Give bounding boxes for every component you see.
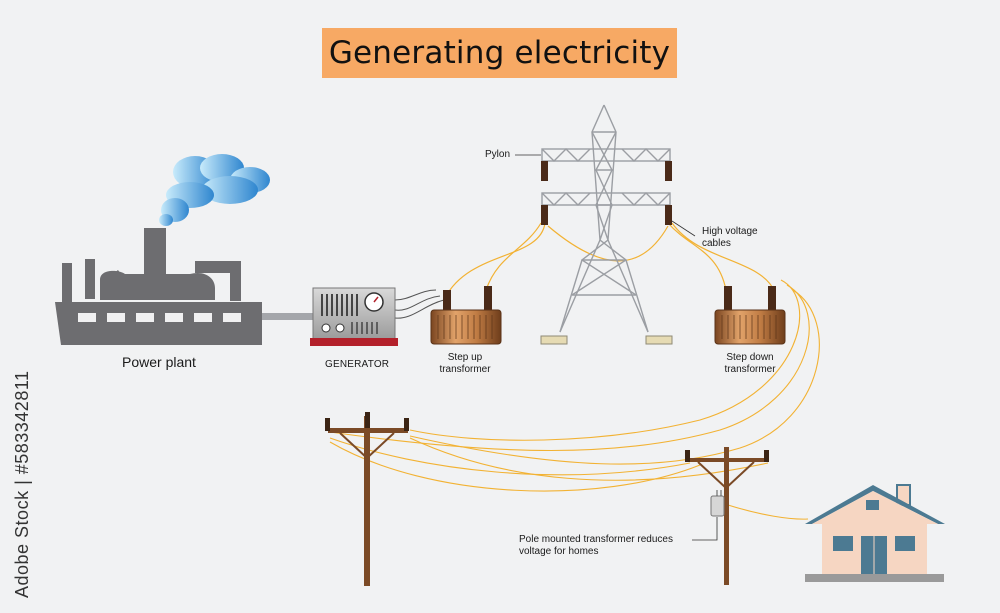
pylon-insulators <box>541 161 672 225</box>
house <box>805 484 945 582</box>
utility-pole-right <box>685 447 769 585</box>
step-down-line2: transformer <box>724 364 776 375</box>
step-down-transformer-label: Step down transformer <box>714 352 786 376</box>
step-up-transformer-label: Step up transformer <box>430 352 500 376</box>
pylon-footing-left <box>540 335 568 345</box>
high-voltage-line2: cables <box>702 238 731 249</box>
smoke-cloud-icon <box>159 154 270 226</box>
utility-pole-left <box>325 412 409 586</box>
generator <box>310 287 398 346</box>
step-up-line2: transformer <box>439 364 491 375</box>
high-voltage-line1: High voltage <box>702 226 758 237</box>
step-up-line1: Step up <box>447 352 483 363</box>
power-plant <box>55 154 318 345</box>
step-up-transformer <box>430 286 502 345</box>
generator-label: GENERATOR <box>325 359 390 370</box>
title-banner: Generating electricity <box>322 28 677 78</box>
pylon <box>541 104 671 333</box>
pole-transformer-line1: Pole mounted transformer reduces <box>519 534 673 545</box>
pylon-label: Pylon <box>485 149 511 160</box>
pole-transformer-label: Pole mounted transformer reduces voltage… <box>519 534 673 558</box>
cables-leader-line <box>671 220 696 237</box>
page-title: Generating electricity <box>328 35 671 71</box>
step-down-line1: Step down <box>726 352 774 363</box>
pole-transformer-leader-line <box>692 517 718 541</box>
pylon-footing-right <box>645 335 673 345</box>
pole-transformer-line2: voltage for homes <box>519 546 599 557</box>
generator-wires <box>394 289 445 319</box>
pole-transformer-icon <box>710 495 725 517</box>
drive-shaft <box>262 313 318 320</box>
step-down-transformer <box>714 286 786 345</box>
power-plant-label: Power plant <box>122 354 196 370</box>
high-voltage-cables-label: High voltage cables <box>702 226 758 250</box>
stock-credit: Adobe Stock | #583342811 <box>12 370 32 598</box>
